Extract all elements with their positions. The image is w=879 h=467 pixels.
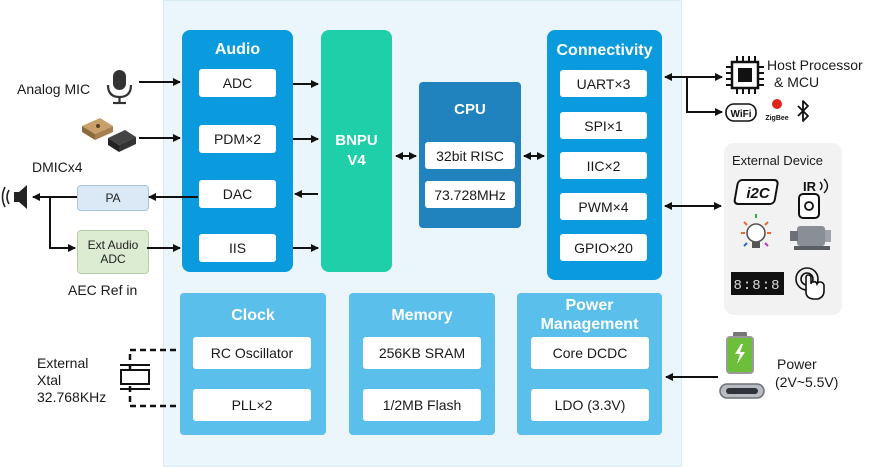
xtal-dashed-top bbox=[128, 348, 176, 372]
audio-block: Audio ADC PDM×2 DAC IIS bbox=[182, 30, 293, 272]
memory-block: Memory 256KB SRAM 1/2MB Flash bbox=[349, 293, 495, 435]
light-bulb-icon bbox=[741, 214, 771, 248]
svg-text:IR: IR bbox=[803, 179, 817, 194]
pwm-box: PWM×4 bbox=[560, 193, 647, 220]
iis-box: IIS bbox=[199, 234, 276, 262]
memory-title: Memory bbox=[391, 307, 453, 324]
pa-box: PA bbox=[77, 185, 149, 211]
clock-block: Clock RC Oscillator PLL×2 bbox=[180, 293, 326, 435]
cpu-risc-box: 32bit RISC bbox=[425, 142, 515, 169]
power-management-title-line2: Management bbox=[540, 316, 639, 333]
svg-text:WiFi: WiFi bbox=[730, 109, 751, 120]
speaker-icon bbox=[1, 185, 27, 209]
i2c-logo-icon: i2C bbox=[733, 179, 779, 205]
analog-mic-label: Analog MIC bbox=[17, 81, 91, 97]
rc-oscillator-box: RC Oscillator bbox=[193, 337, 311, 369]
aec-ref-label: AEC Ref in bbox=[68, 282, 138, 298]
uart-box: UART×3 bbox=[560, 70, 647, 97]
iic-box: IIC×2 bbox=[560, 152, 647, 179]
svg-text:8:8:8: 8:8:8 bbox=[733, 278, 780, 294]
gpio-box: GPIO×20 bbox=[560, 234, 647, 261]
host-processor-label-line2: & MCU bbox=[774, 74, 820, 90]
sram-box: 256KB SRAM bbox=[363, 337, 481, 369]
motor-icon bbox=[790, 226, 831, 250]
bnpu-title-line1: BNPU bbox=[335, 132, 378, 149]
ext-audio-adc-line1: Ext Audio bbox=[87, 238, 139, 252]
cpu-freq-box: 73.728MHz bbox=[425, 181, 515, 208]
power-management-block: Power Management Core DCDC LDO (3.3V) bbox=[517, 293, 662, 435]
bluetooth-icon bbox=[797, 100, 809, 122]
dmic-chip-icon bbox=[82, 118, 136, 152]
pll-box: PLL×2 bbox=[193, 389, 311, 421]
pdm-box: PDM×2 bbox=[199, 125, 276, 153]
ir-sensor-icon: IR bbox=[798, 178, 829, 219]
svg-text:ZigBee: ZigBee bbox=[765, 115, 788, 122]
bnpu-block: BNPU V4 bbox=[321, 30, 392, 272]
processor-chip-icon bbox=[726, 56, 764, 94]
adc-box: ADC bbox=[199, 69, 276, 97]
core-dcdc-box: Core DCDC bbox=[531, 337, 649, 369]
cpu-title: CPU bbox=[454, 101, 486, 118]
ext-audio-adc-line2: ADC bbox=[100, 252, 126, 266]
dmic-label: DMICx4 bbox=[32, 159, 83, 175]
zigbee-icon: ZigBee bbox=[765, 99, 789, 122]
spi-box: SPI×1 bbox=[560, 112, 647, 139]
flash-box: 1/2MB Flash bbox=[363, 389, 481, 421]
external-device-title: External Device bbox=[732, 153, 824, 168]
power-label-line2: (2V~5.5V) bbox=[775, 374, 839, 390]
cpu-block: CPU 32bit RISC 73.728MHz bbox=[419, 82, 521, 228]
ldo-box: LDO (3.3V) bbox=[531, 389, 649, 421]
touch-icon bbox=[795, 267, 825, 300]
power-label-line1: Power bbox=[777, 356, 817, 372]
svg-text:i2C: i2C bbox=[746, 185, 771, 202]
connectivity-block: Connectivity UART×3 SPI×1 IIC×2 PWM×4 GP… bbox=[547, 30, 662, 280]
xtal-label-line2: Xtal bbox=[37, 372, 62, 388]
xtal-label-line3: 32.768KHz bbox=[37, 389, 107, 405]
battery-icon bbox=[726, 332, 754, 374]
ext-audio-adc-box: Ext Audio ADC bbox=[77, 230, 149, 274]
usb-c-icon bbox=[719, 383, 765, 399]
audio-title: Audio bbox=[214, 41, 261, 58]
pa-label: PA bbox=[105, 191, 121, 205]
clock-title: Clock bbox=[231, 307, 275, 324]
bnpu-title-line2: V4 bbox=[347, 152, 366, 169]
host-processor-label-line1: Host Processor bbox=[767, 57, 863, 73]
aec-loop-line bbox=[49, 197, 76, 252]
xtal-dashed-bottom bbox=[128, 386, 176, 408]
xtal-label-line1: External bbox=[37, 355, 89, 371]
power-management-title-line1: Power bbox=[565, 297, 614, 314]
wifi-icon: WiFi bbox=[725, 103, 757, 122]
microphone-icon bbox=[106, 70, 133, 105]
dac-box: DAC bbox=[199, 180, 276, 208]
crystal-icon bbox=[120, 364, 150, 390]
uart-wireless-arrow bbox=[686, 77, 723, 116]
connectivity-title: Connectivity bbox=[556, 42, 653, 59]
seven-segment-display-icon: 8:8:8 bbox=[731, 272, 784, 295]
